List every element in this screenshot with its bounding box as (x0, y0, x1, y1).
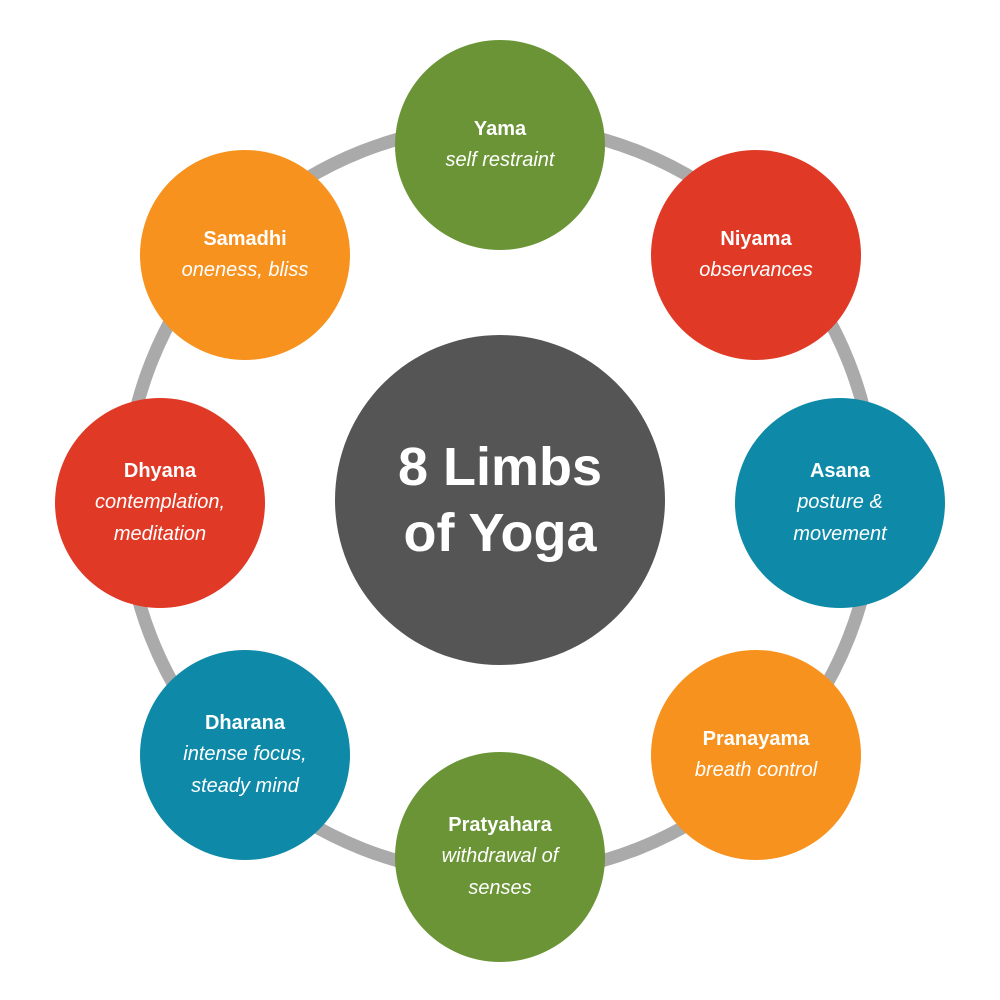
limb-name: Niyama (720, 228, 792, 250)
limb-asana: Asana posture & movement (735, 398, 945, 608)
limb-description: self restraint (445, 149, 555, 171)
limb-dharana: Dharana intense focus, steady mind (140, 650, 350, 860)
limb-description: breath control (694, 759, 818, 781)
limb-name: Dhyana (123, 460, 197, 482)
limb-name: Samadhi (203, 228, 287, 250)
limb-pranayama: Pranayama breath control (651, 650, 861, 860)
diagram-title: 8 Limbs of Yoga (370, 434, 630, 566)
limb-name: Pratyahara (448, 814, 552, 836)
limb-description: withdrawal of senses (441, 845, 559, 899)
center-circle: 8 Limbs of Yoga (335, 335, 665, 665)
limb-yama: Yama self restraint (395, 40, 605, 250)
limb-name: Pranayama (702, 728, 810, 750)
limb-pratyahara: Pratyahara withdrawal of senses (395, 752, 605, 962)
limb-name: Dharana (204, 712, 286, 734)
diagram-title-line-1: 8 Limbs (397, 437, 603, 497)
diagram-title-line-2: of Yoga (403, 503, 597, 563)
limb-niyama: Niyama observances (651, 150, 861, 360)
limb-description: oneness, bliss (181, 259, 309, 281)
limb-dhyana: Dhyana contemplation, meditation (55, 398, 265, 608)
limb-description: contemplation, meditation (94, 491, 226, 545)
limb-name: Asana (809, 460, 871, 482)
limb-samadhi: Samadhi oneness, bliss (140, 150, 350, 360)
limb-description: posture & movement (793, 491, 887, 545)
limb-description: observances (699, 259, 813, 281)
limb-description: intense focus, steady mind (183, 743, 307, 797)
limb-name: Yama (473, 118, 527, 140)
